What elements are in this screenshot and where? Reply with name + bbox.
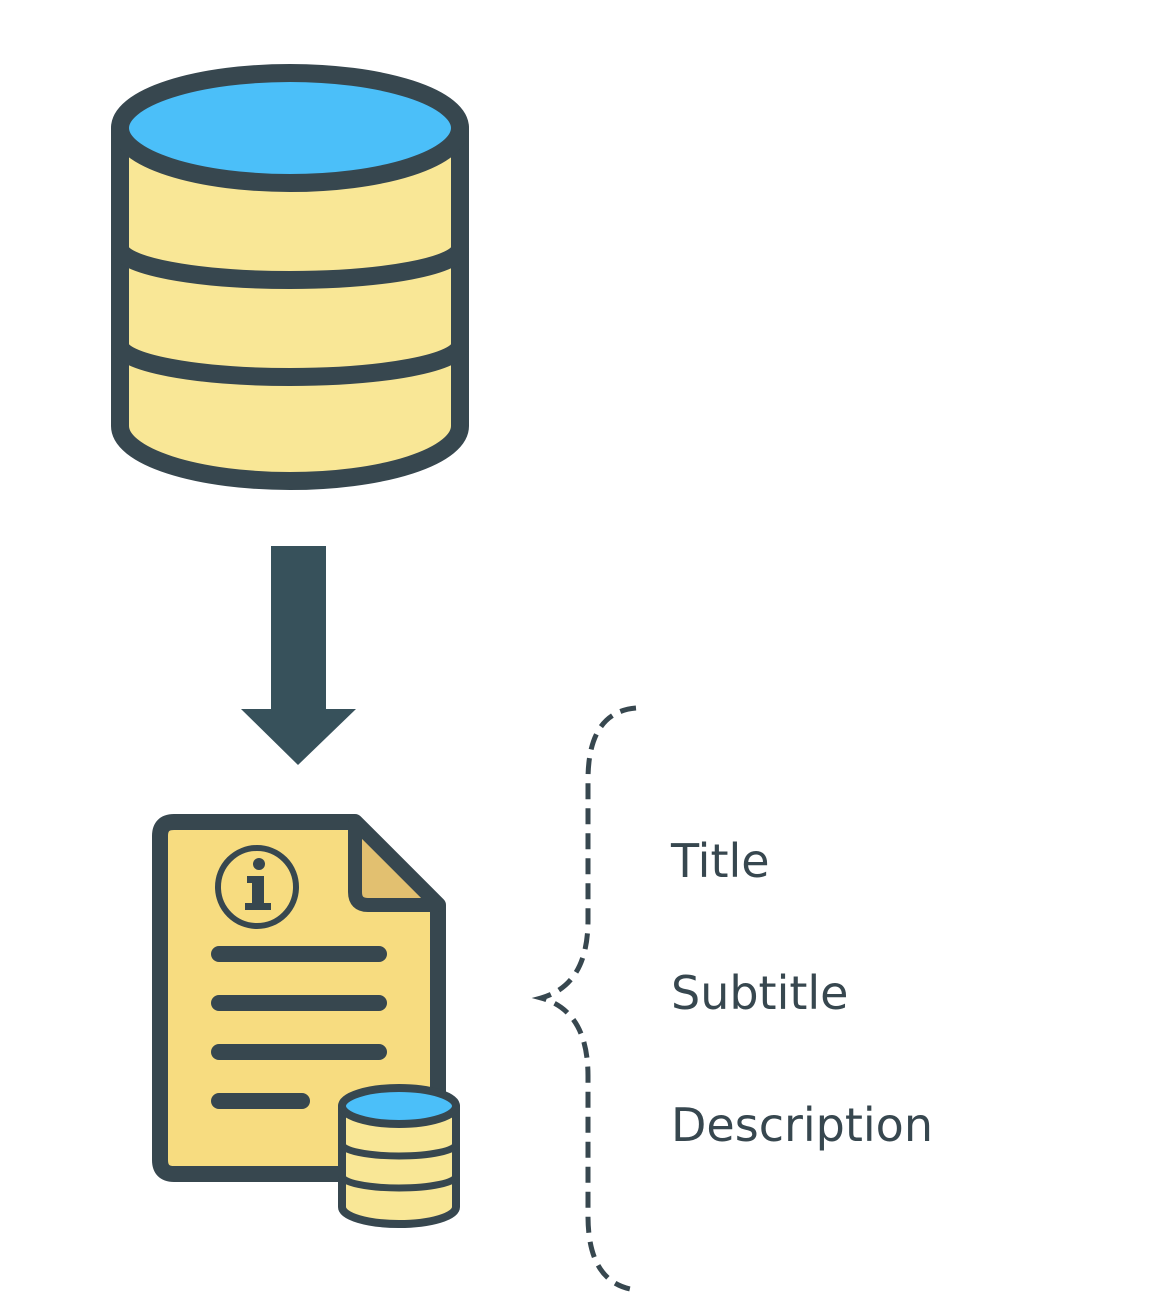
small-database-icon xyxy=(338,1084,460,1228)
metadata-field-description: Description xyxy=(671,1098,933,1152)
curly-brace-icon xyxy=(531,705,637,1293)
metadata-field-title: Title xyxy=(671,834,770,888)
document-text-lines xyxy=(211,946,387,1109)
arrow-down-icon xyxy=(241,546,356,765)
info-icon xyxy=(215,845,299,929)
metadata-field-subtitle: Subtitle xyxy=(671,966,849,1020)
database-icon xyxy=(111,64,469,490)
